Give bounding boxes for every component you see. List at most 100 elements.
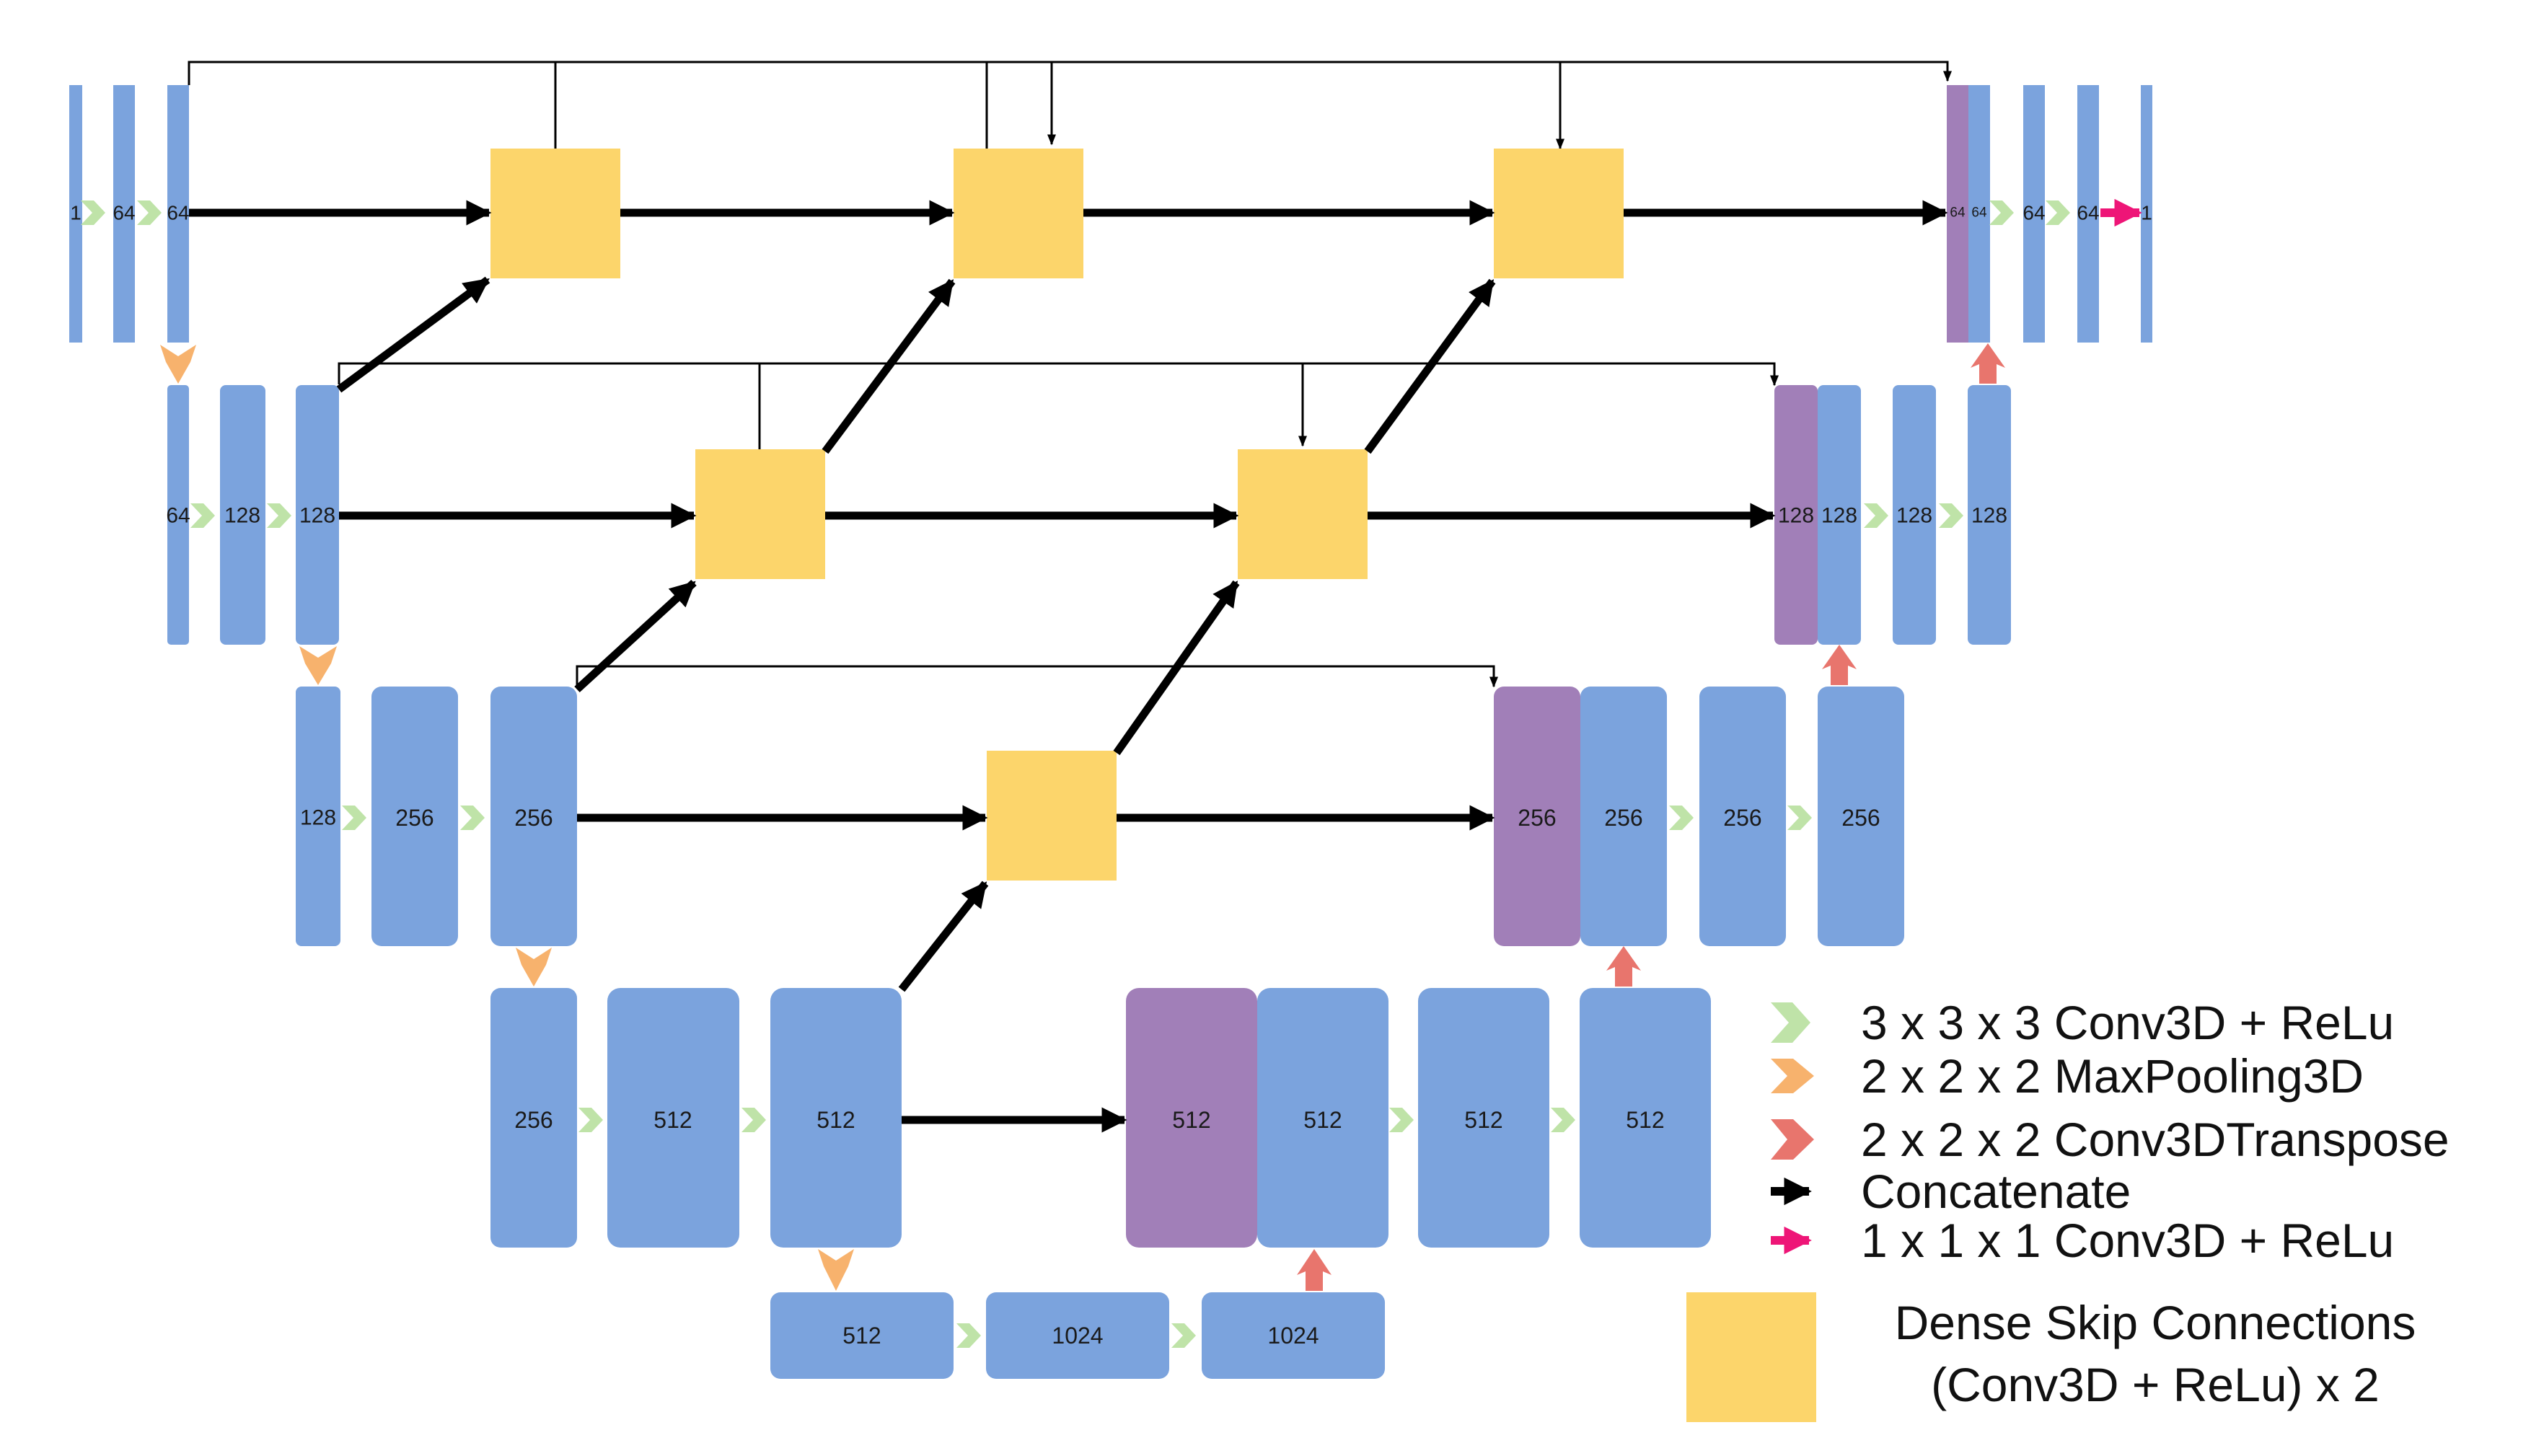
- block-l3-e2: [490, 687, 577, 946]
- conv-chevron-icon: [1864, 503, 1888, 528]
- dense-node-1-1: [695, 449, 825, 579]
- label-b2: 1024: [1267, 1323, 1319, 1349]
- block-l4-e1: [607, 988, 739, 1248]
- block-l1-d3: [2141, 85, 2152, 343]
- legend-maxpool-arrow-icon: [1771, 1059, 1814, 1093]
- conv-transpose-arrow-icon: [1606, 946, 1641, 987]
- label-b0: 512: [842, 1323, 881, 1349]
- dense-node-2-1: [987, 751, 1117, 881]
- block-l1-e2: [167, 85, 189, 343]
- block-l1-e0: [69, 85, 82, 343]
- legend-dense-label-line2: (Conv3D + ReLu) x 2: [1931, 1358, 2380, 1411]
- conv-chevron-icon: [460, 806, 485, 830]
- label-l3-d2: 256: [1841, 805, 1880, 831]
- conv-transpose-arrow-icon: [1971, 343, 2005, 384]
- block-l4-concat: [1126, 988, 1257, 1248]
- conv-chevron-icon: [81, 200, 105, 225]
- block-l3-d0: [1580, 687, 1667, 946]
- skip-line-level2: [338, 362, 1779, 387]
- block-l2-e0: [167, 385, 189, 645]
- dense-node-0-3: [1494, 149, 1624, 278]
- label-l4-e2: 512: [817, 1107, 855, 1133]
- conv-chevron-icon: [741, 1108, 766, 1132]
- conv-chevron-icon: [956, 1323, 981, 1348]
- legend-conv-label: 3 x 3 x 3 Conv3D + ReLu: [1861, 996, 2394, 1049]
- maxpool-arrow-icon: [516, 948, 552, 987]
- label-l1-d2: 64: [2077, 202, 2099, 224]
- label-l3-e2: 256: [514, 805, 553, 831]
- maxpool-arrow-icon: [299, 646, 337, 685]
- label-l2-d1: 128: [1896, 504, 1932, 528]
- conv-chevron-icon: [190, 503, 215, 528]
- legend-final-label: 1 x 1 x 1 Conv3D + ReLu: [1861, 1214, 2394, 1267]
- block-l4-d0: [1257, 988, 1388, 1248]
- legend-dense-skip-square-icon: [1686, 1292, 1816, 1422]
- legend-pool-label: 2 x 2 x 2 MaxPooling3D: [1861, 1049, 2364, 1103]
- block-l1-d2: [2077, 85, 2099, 343]
- label-l2-d0: 128: [1821, 504, 1857, 528]
- label-l3-d1: 256: [1723, 805, 1761, 831]
- block-l4-e2: [770, 988, 902, 1248]
- block-l2-d0: [1818, 385, 1861, 645]
- block-b0: [770, 1292, 954, 1379]
- conv-chevrons: [81, 200, 2070, 1348]
- conv-chevron-icon: [1939, 503, 1963, 528]
- block-l3-e1: [371, 687, 458, 946]
- conv-chevron-icon: [2046, 200, 2070, 225]
- dense-node-0-2: [954, 149, 1083, 278]
- label-l4-e1: 512: [653, 1107, 692, 1133]
- block-l2-e2: [296, 385, 339, 645]
- dense-node-1-2: [1238, 449, 1368, 579]
- dense-node-0-1: [490, 149, 620, 278]
- block-labels: 1 64 64 64 64 64 64 1 64 128 128 128 128…: [70, 202, 2152, 1349]
- maxpool-arrow-icon: [818, 1249, 854, 1291]
- label-b1: 1024: [1052, 1323, 1103, 1349]
- label-l4-d1: 512: [1464, 1107, 1502, 1133]
- maxpool-arrows: [160, 345, 854, 1291]
- block-l4-d2: [1580, 988, 1711, 1248]
- label-l4-concat: 512: [1172, 1107, 1210, 1133]
- block-l2-concat: [1774, 385, 1818, 645]
- label-l1-e1: 64: [113, 202, 135, 224]
- conv-transpose-arrow-icon: [1297, 1249, 1332, 1291]
- conv-chevron-icon: [1989, 200, 2014, 225]
- block-l4-e0: [490, 988, 577, 1248]
- block-l3-d2: [1818, 687, 1904, 946]
- label-l2-concat: 128: [1778, 504, 1814, 528]
- block-l4-d1: [1418, 988, 1549, 1248]
- block-l3-d1: [1699, 687, 1786, 946]
- skip-connection-lines: [188, 61, 1952, 688]
- legend-conv-transpose-arrow-icon: [1771, 1119, 1814, 1160]
- conv-transpose-arrow-icon: [1822, 645, 1857, 685]
- label-l3-e0: 128: [300, 806, 336, 830]
- legend: 3 x 3 x 3 Conv3D + ReLu 2 x 2 x 2 MaxPoo…: [1686, 996, 2450, 1422]
- conv-chevron-icon: [342, 806, 366, 830]
- label-l2-d2: 128: [1971, 504, 2007, 528]
- block-l3-e0: [296, 687, 340, 946]
- block-l2-d1: [1893, 385, 1936, 645]
- legend-concat-label: Concatenate: [1861, 1165, 2131, 1218]
- label-l1-e0: 1: [70, 202, 82, 224]
- maxpool-arrow-icon: [160, 345, 196, 384]
- dense-skip-nodes: [490, 149, 1624, 881]
- block-l2-d2: [1968, 385, 2011, 645]
- conv-chevron-icon: [267, 503, 291, 528]
- conv-chevron-icon: [1389, 1108, 1414, 1132]
- label-l2-e0: 64: [166, 504, 190, 528]
- conv-chevron-icon: [1787, 806, 1812, 830]
- label-l4-d2: 512: [1626, 1107, 1664, 1133]
- label-l2-e2: 128: [299, 504, 335, 528]
- label-l1-d3: 1: [2141, 202, 2152, 224]
- label-l4-d0: 512: [1303, 1107, 1342, 1133]
- block-l3-concat: [1494, 687, 1580, 946]
- label-l4-e0: 256: [514, 1107, 553, 1133]
- block-l1-d0: [1968, 85, 1990, 343]
- conv-chevron-icon: [1171, 1323, 1196, 1348]
- label-l1-concat: 64: [1950, 206, 1966, 221]
- block-l2-e1: [220, 385, 265, 645]
- block-b2: [1202, 1292, 1385, 1379]
- conv-chevron-icon: [1551, 1108, 1575, 1132]
- block-b1: [986, 1292, 1169, 1379]
- legend-dense-label-line1: Dense Skip Connections: [1895, 1296, 2416, 1349]
